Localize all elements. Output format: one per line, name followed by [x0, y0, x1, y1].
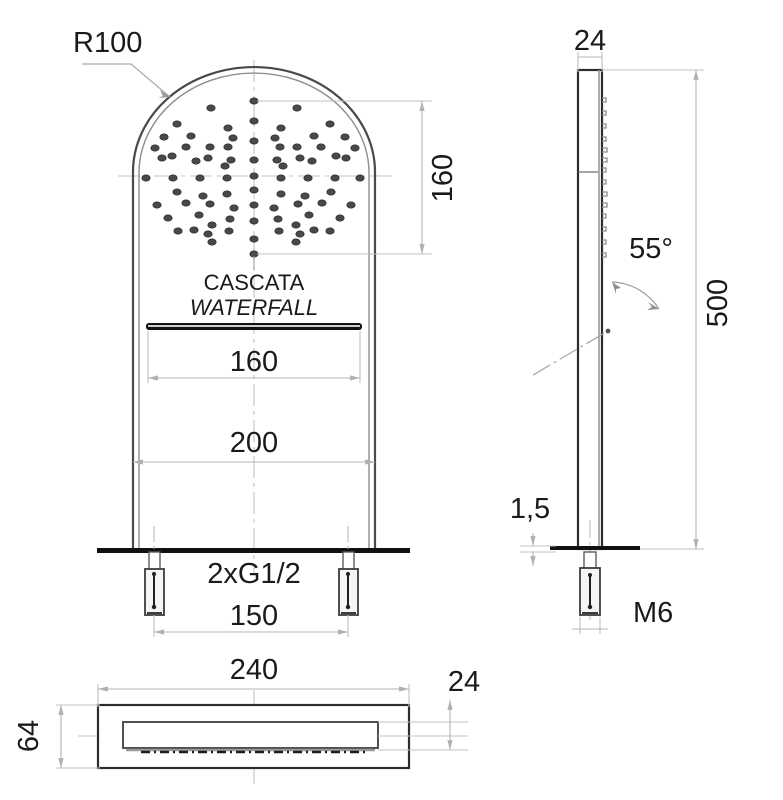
bottom-depth-dimension — [56, 704, 100, 769]
panel-inner-profile — [138, 72, 370, 552]
panel-outer-profile — [131, 65, 377, 552]
mounting-base-plate — [97, 548, 410, 553]
bottom-width-dimension — [97, 684, 410, 707]
spray-label-italian: CASCATA — [204, 270, 305, 295]
bottom-view: 240 64 24 — [13, 654, 480, 785]
front-panel-inner-outline — [138, 72, 370, 552]
overall-length-label: 500 — [702, 279, 734, 327]
bottom-width-label: 240 — [230, 654, 278, 686]
m6-screw-bore-bottom — [587, 604, 593, 610]
side-body-outline — [576, 68, 604, 551]
threaded-connectors — [144, 526, 359, 616]
radius-callout-leader — [82, 63, 171, 98]
m6-screw-bore-top — [588, 573, 592, 577]
plate-thickness-label: 1,5 — [510, 493, 550, 525]
bottom-height-label: 24 — [448, 666, 480, 698]
side-nozzle-profile — [602, 97, 608, 258]
angle-label: 55° — [629, 233, 673, 265]
base-plate-bar — [97, 548, 410, 553]
panel-width-label: 200 — [230, 427, 278, 459]
connector-right-bore-top — [346, 572, 350, 576]
threaded-connector-left — [144, 526, 165, 616]
side-thickness-label: 24 — [574, 25, 606, 57]
side-body-rect — [576, 68, 604, 551]
spray-label-english: WATERFALL — [190, 295, 318, 320]
angle-reference-line — [532, 330, 609, 376]
bottom-inner-body — [122, 721, 379, 749]
side-thickness-dimension — [577, 52, 603, 72]
spray-nozzle-pattern — [141, 97, 365, 258]
waterfall-width-dimension — [147, 331, 361, 383]
threaded-connector-right — [338, 526, 359, 616]
front-panel-outline — [131, 65, 377, 552]
angle-arc — [611, 281, 660, 310]
bottom-depth-label: 64 — [13, 720, 45, 752]
angle-arc-arrow-start — [612, 282, 621, 294]
waterfall-width-label: 160 — [230, 346, 278, 378]
connector-right-bore-bottom — [345, 604, 351, 610]
spray-height-dimension — [257, 100, 432, 255]
angle-vertex — [605, 328, 611, 334]
connector-left-bore-top — [152, 572, 156, 576]
spray-height-label: 160 — [427, 154, 459, 202]
waterfall-slot-highlight — [148, 325, 360, 327]
angle-arc-arrow-end — [647, 302, 659, 310]
bottom-height-dimension — [378, 700, 468, 751]
thread-callout-label: 2xG1/2 — [207, 558, 301, 590]
connector-left-bore-bottom — [151, 604, 157, 610]
m6-screw-label: M6 — [633, 597, 673, 629]
thread-spacing-label: 150 — [230, 600, 278, 632]
front-view: R100 160 CASCATA WATERFALL 160 200 — [73, 27, 459, 637]
angle-callout — [532, 281, 660, 376]
side-view: 24 55° 500 1,5 — [510, 25, 734, 634]
waterfall-slot — [146, 323, 362, 330]
plate-thickness-dimension — [520, 533, 556, 566]
m6-screw — [572, 551, 608, 634]
side-base-plate — [550, 546, 640, 550]
radius-callout-label: R100 — [73, 27, 142, 59]
thread-spacing-dimension — [153, 615, 349, 637]
